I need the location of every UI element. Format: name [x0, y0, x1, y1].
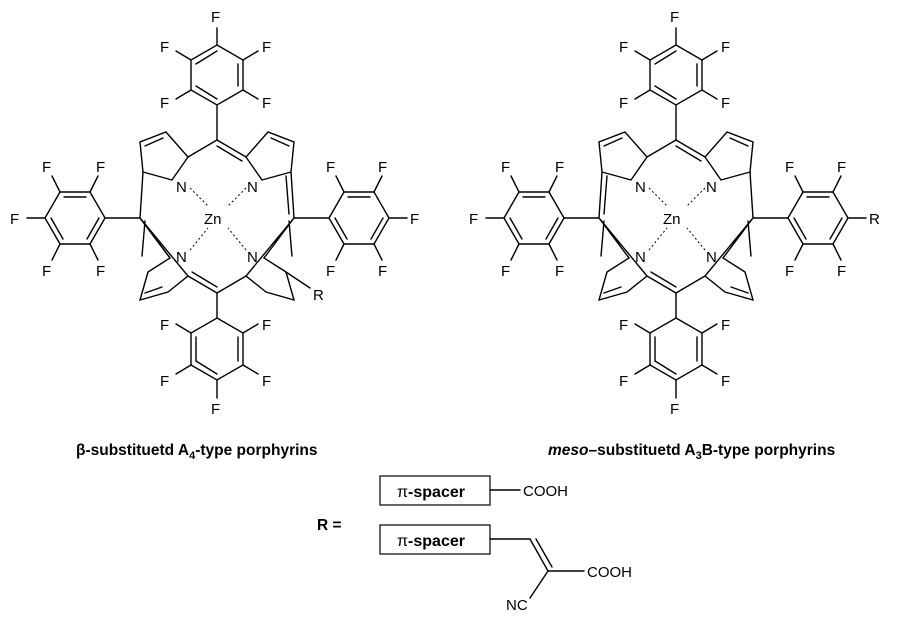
pi-spacer-box	[379, 475, 491, 506]
left-porphyrin-core: N N N N Zn R	[104, 131, 330, 319]
fluorine-label: F	[469, 211, 478, 228]
zinc-label: Zn	[204, 211, 222, 228]
right-caption: meso–substituetd A3B-type porphyrins	[548, 442, 835, 462]
fluorine-label: F	[837, 159, 846, 176]
fluorine-label: F	[160, 39, 169, 56]
nitrile-label: NC	[506, 597, 528, 614]
fluorine-label: F	[326, 263, 335, 280]
fluorine-label: F	[96, 263, 105, 280]
fluorine-label: F	[378, 159, 387, 176]
nitrogen-label: N	[706, 179, 717, 196]
nitrogen-label: N	[706, 249, 717, 266]
right-bottom-pentafluorophenyl: F F F F F	[619, 317, 730, 418]
fluorine-label: F	[785, 159, 794, 176]
fluorine-label: F	[670, 9, 679, 26]
nitrogen-label: N	[176, 179, 187, 196]
left-porphyrin: F F F F F	[10, 9, 419, 462]
fluorine-label: F	[837, 263, 846, 280]
fluorine-label: F	[42, 159, 51, 176]
left-bottom-pentafluorophenyl: F F F F F	[160, 317, 271, 418]
fluorine-label: F	[555, 159, 564, 176]
nitrogen-label: N	[176, 249, 187, 266]
fluorine-label: F	[721, 317, 730, 334]
right-top-pentafluorophenyl: F F F F F	[619, 9, 730, 141]
r-group-label: R	[313, 287, 324, 304]
fluorine-label: F	[619, 373, 628, 390]
right-left-pentafluorophenyl: F F F F F	[469, 159, 565, 280]
fluorine-label: F	[721, 373, 730, 390]
left-top-pentafluorophenyl: F F F F F	[160, 9, 271, 141]
pi-spacer-label: π-spacer	[397, 533, 465, 550]
fluorine-label: F	[160, 373, 169, 390]
fluorine-label: F	[501, 263, 510, 280]
carboxylic-acid-label: COOH	[523, 483, 568, 500]
nitrogen-label: N	[247, 179, 258, 196]
left-right-pentafluorophenyl: F F F F F	[326, 159, 419, 280]
fluorine-label: F	[670, 401, 679, 418]
fluorine-label: F	[160, 95, 169, 112]
fluorine-label: F	[262, 317, 271, 334]
acid-linker: π-spacer COOH	[379, 475, 568, 506]
fluorine-label: F	[211, 401, 220, 418]
fluorine-label: F	[378, 263, 387, 280]
pi-spacer-label: π-spacer	[397, 484, 465, 501]
r-equals-label: R =	[317, 517, 342, 534]
fluorine-label: F	[160, 317, 169, 334]
fluorine-label: F	[721, 95, 730, 112]
r-group-label: R	[869, 211, 880, 228]
left-left-pentafluorophenyl: F F F F F	[10, 159, 106, 280]
pi-spacer-box	[379, 524, 491, 555]
fluorine-label: F	[619, 95, 628, 112]
fluorine-label: F	[10, 211, 19, 228]
fluorine-label: F	[262, 373, 271, 390]
fluorine-label: F	[42, 263, 51, 280]
right-porphyrin-core: N N N N Zn	[563, 131, 789, 319]
left-caption: β-substituetd A4-type porphyrins	[76, 442, 318, 462]
fluorine-label: F	[326, 159, 335, 176]
fluorine-label: F	[262, 39, 271, 56]
fluorine-label: F	[410, 211, 419, 228]
right-porphyrin: F F F F F	[469, 9, 880, 462]
nitrogen-label: N	[247, 249, 258, 266]
fluorine-label: F	[785, 263, 794, 280]
fluorine-label: F	[211, 9, 220, 26]
nitrogen-label: N	[635, 249, 646, 266]
fluorine-label: F	[619, 39, 628, 56]
right-right-tetrafluorophenyl: F F R F F	[785, 159, 880, 280]
fluorine-label: F	[555, 263, 564, 280]
fluorine-label: F	[619, 317, 628, 334]
zinc-label: Zn	[663, 211, 681, 228]
fluorine-label: F	[96, 159, 105, 176]
fluorine-label: F	[262, 95, 271, 112]
fluorine-label: F	[501, 159, 510, 176]
carboxylic-acid-label: COOH	[587, 564, 632, 581]
fluorine-label: F	[721, 39, 730, 56]
cyanoacrylic-linker: π-spacer COOH NC	[379, 524, 632, 614]
nitrogen-label: N	[635, 179, 646, 196]
r-definition: R = π-spacer COOH π-spacer COOH NC	[317, 475, 632, 614]
